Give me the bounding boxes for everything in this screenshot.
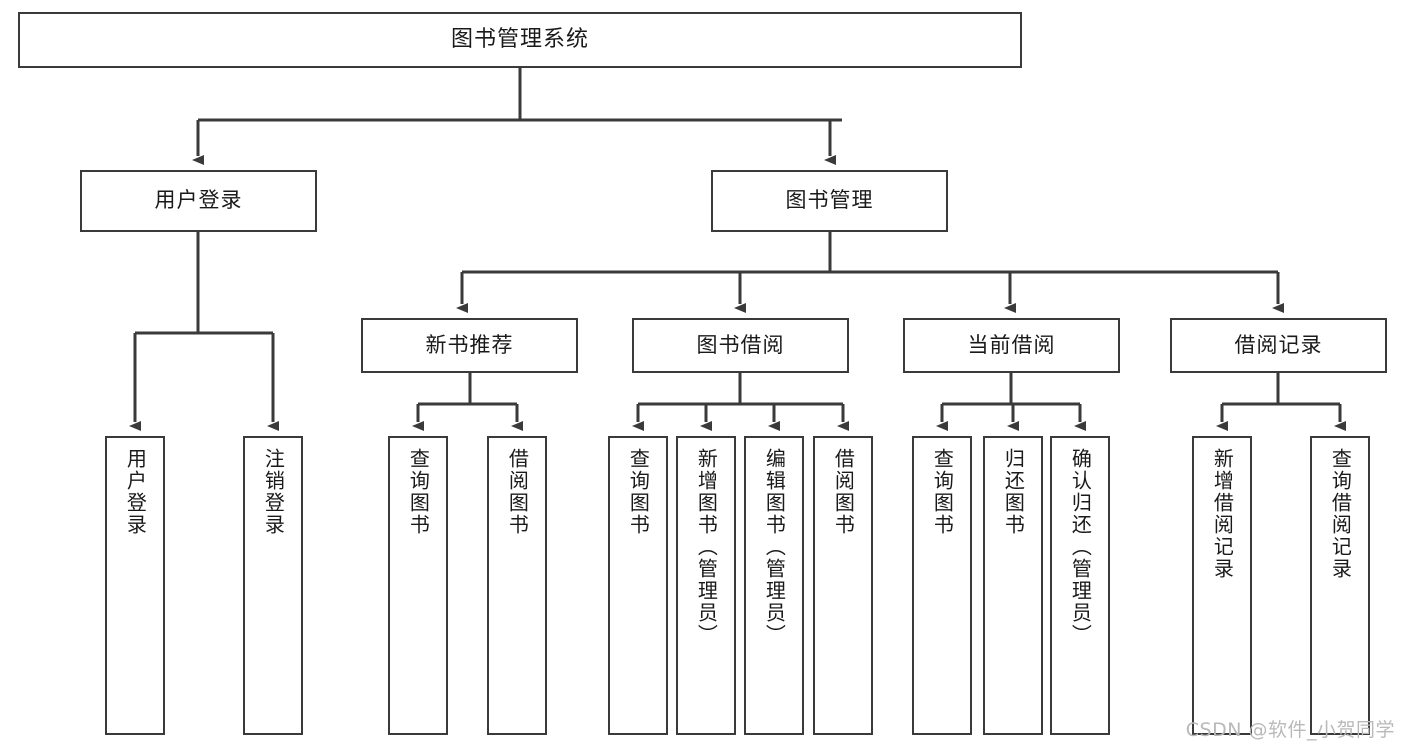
node-label: 图书借阅 <box>696 332 785 357</box>
node-root-system[interactable]: 图书管理系统 <box>18 12 1022 68</box>
node-leaf-borrow-books[interactable]: 借阅图书 <box>813 436 873 735</box>
node-leaf-query-borrow-record[interactable]: 查询借阅记录 <box>1310 436 1370 735</box>
node-book-borrowing[interactable]: 图书借阅 <box>632 318 849 373</box>
node-label: 编辑图书（管理员） <box>762 448 787 646</box>
node-leaf-query-books-rec[interactable]: 查询图书 <box>388 436 448 735</box>
node-label: 新增借阅记录 <box>1210 448 1235 580</box>
node-leaf-add-book-admin[interactable]: 新增图书（管理员） <box>676 436 736 735</box>
node-label: 查询图书 <box>930 448 955 536</box>
node-label: 借阅记录 <box>1234 332 1323 357</box>
node-label: 借阅图书 <box>831 448 856 536</box>
node-borrow-records[interactable]: 借阅记录 <box>1170 318 1387 373</box>
node-leaf-edit-book-admin[interactable]: 编辑图书（管理员） <box>744 436 804 735</box>
watermark-text: CSDN @软件_小贺同学 <box>1185 719 1395 741</box>
node-label: 图书管理 <box>785 188 874 213</box>
node-label: 查询图书 <box>626 448 651 536</box>
node-label: 借阅图书 <box>505 448 530 536</box>
node-leaf-add-borrow-record[interactable]: 新增借阅记录 <box>1192 436 1252 735</box>
node-leaf-query-books-borrow[interactable]: 查询图书 <box>608 436 668 735</box>
node-label: 用户登录 <box>154 188 243 213</box>
node-label: 图书管理系统 <box>450 26 589 52</box>
node-leaf-logout[interactable]: 注销登录 <box>243 436 303 735</box>
node-label: 新书推荐 <box>425 332 514 357</box>
node-label: 当前借阅 <box>967 332 1056 357</box>
node-user-login[interactable]: 用户登录 <box>80 170 317 232</box>
node-label: 查询图书 <box>406 448 431 536</box>
node-label: 用户登录 <box>123 448 148 536</box>
node-label: 确认归还（管理员） <box>1068 448 1093 646</box>
node-leaf-user-login[interactable]: 用户登录 <box>105 436 165 735</box>
node-label: 注销登录 <box>261 448 286 536</box>
node-new-book-recommendation[interactable]: 新书推荐 <box>361 318 578 373</box>
node-book-management[interactable]: 图书管理 <box>711 170 948 232</box>
node-label: 查询借阅记录 <box>1328 448 1353 580</box>
node-leaf-borrow-books-rec[interactable]: 借阅图书 <box>487 436 547 735</box>
node-current-borrowing[interactable]: 当前借阅 <box>903 318 1120 373</box>
node-leaf-return-books[interactable]: 归还图书 <box>983 436 1043 735</box>
node-leaf-query-books-current[interactable]: 查询图书 <box>912 436 972 735</box>
node-label: 归还图书 <box>1001 448 1026 536</box>
node-label: 新增图书（管理员） <box>694 448 719 646</box>
node-leaf-confirm-return-admin[interactable]: 确认归还（管理员） <box>1050 436 1110 735</box>
